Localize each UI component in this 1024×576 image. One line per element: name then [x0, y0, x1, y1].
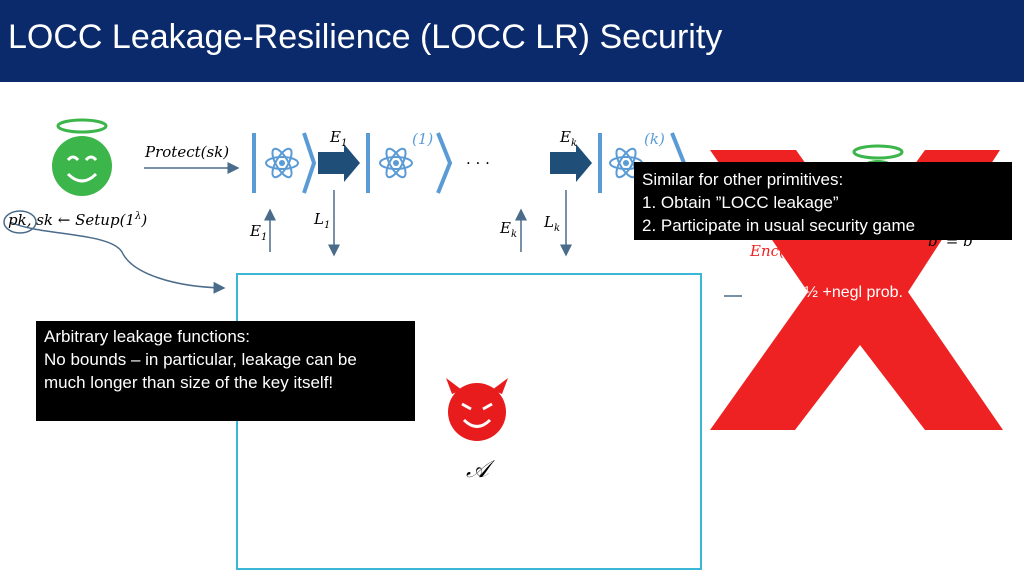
angel-smiley-icon	[52, 118, 112, 196]
protect-label: Protect(sk)	[145, 143, 230, 161]
arrow-right-icon	[318, 144, 360, 182]
setup-label: pk, sk ← Setup(1λ)	[8, 211, 148, 229]
enc-label: Enc(mb)	[750, 242, 812, 263]
arrow-right-icon	[550, 144, 592, 182]
ek-top-label: Ek	[560, 128, 578, 149]
pk-circle-highlight	[3, 210, 37, 234]
l1-label: L1	[314, 210, 331, 231]
ek-label: Ek	[500, 219, 518, 240]
adversary-label: 𝒜	[466, 455, 489, 483]
primitives-note-line: 2. Participate in usual security game	[642, 216, 916, 235]
state-ket-initial	[252, 132, 317, 194]
state-k-label: (k)	[644, 130, 665, 148]
lk-label: Lk	[544, 213, 561, 234]
e1-label: E1	[250, 222, 268, 243]
negl-probability-text: At most ½ +negl prob.	[746, 284, 903, 301]
devil-icon	[446, 378, 508, 441]
primitives-note: Similar for other primitives: 1. Obtain …	[634, 162, 1012, 240]
page-title: LOCC Leakage-Resilience (LOCC LR) Securi…	[8, 18, 723, 56]
leakage-note-line: No bounds – in particular, leakage can b…	[44, 350, 357, 369]
state-1-label: (1)	[412, 130, 434, 148]
pk-to-adversary-arrow	[9, 221, 226, 294]
title-bar: LOCC Leakage-Resilience (LOCC LR) Securi…	[0, 0, 1024, 82]
leakage-note-line: much longer than size of the key itself!	[44, 373, 334, 392]
leakage-note: Arbitrary leakage functions: No bounds –…	[36, 321, 415, 421]
adversary-box	[236, 273, 702, 570]
e1-top-label: E1	[330, 128, 348, 149]
primitives-note-line: Similar for other primitives:	[642, 170, 844, 189]
primitives-note-line: 1. Obtain ”LOCC leakage”	[642, 193, 839, 212]
ellipsis: . . .	[466, 150, 490, 168]
leakage-note-line: Arbitrary leakage functions:	[44, 327, 250, 346]
state-ket-1	[366, 132, 453, 194]
